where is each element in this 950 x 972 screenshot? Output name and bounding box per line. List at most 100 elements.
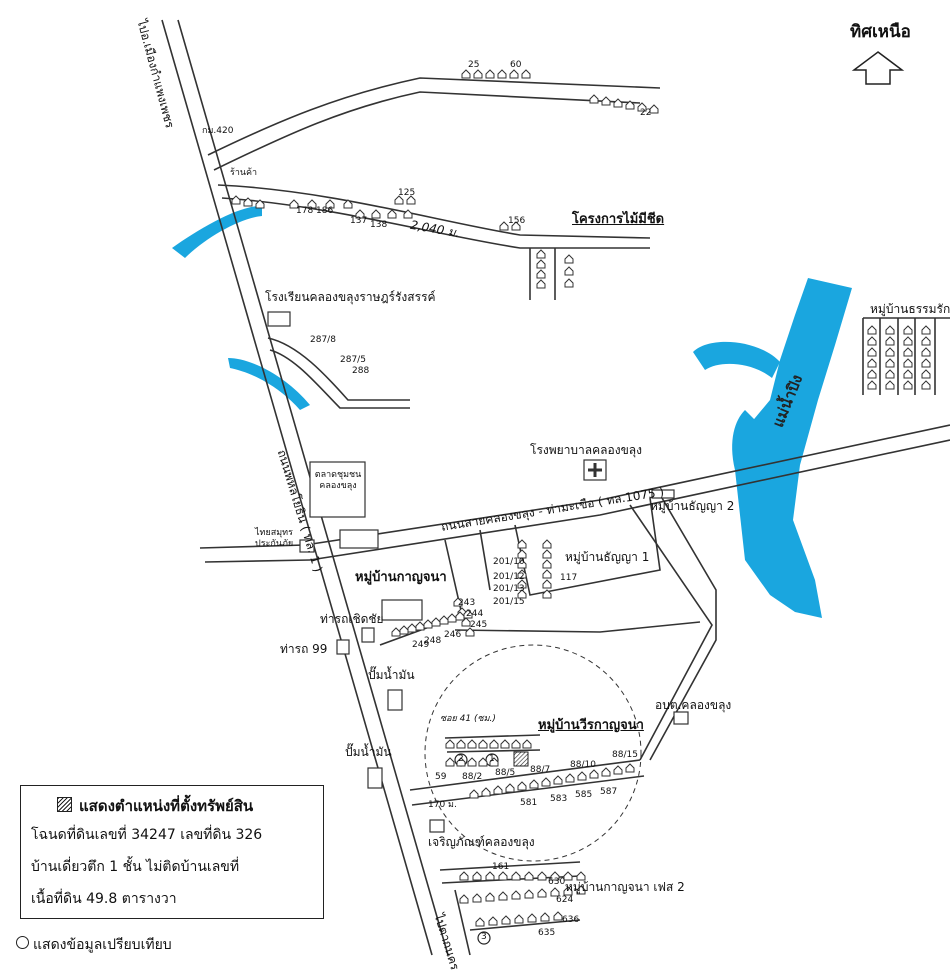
village-thammaraksa-label: หมู่บ้านธรรมรักษา: [870, 302, 950, 316]
bottom-road: [454, 889, 471, 956]
house-icon: [576, 871, 586, 881]
house-icon: [325, 199, 335, 209]
house-number-label: 88/10: [570, 760, 596, 770]
house-icon: [903, 369, 913, 379]
house-icon: [542, 569, 552, 579]
house-number-label: 249: [412, 640, 430, 650]
house-icon: [461, 69, 471, 79]
comparison-radius-circle: [424, 644, 642, 862]
house-icon: [613, 98, 623, 108]
legend-box: แสดงตำแหน่งที่ตั้งทรัพย์สิน โฉนดที่ดินเล…: [20, 785, 324, 919]
house-icon: [511, 221, 521, 231]
house-icon: [553, 911, 563, 921]
house-number-label: 178: [296, 206, 314, 216]
house-icon: [867, 336, 877, 346]
village-kanjana-label: หมู่บ้านกาญจนา: [355, 570, 447, 585]
house-number-label: 287/5: [340, 355, 366, 365]
house-number-label: 137: [350, 216, 368, 226]
soi-41-label: ซอย 41 (ซม.): [440, 714, 496, 724]
village-lane-b: [446, 749, 541, 753]
gas-station-2: [367, 767, 383, 789]
house-icon: [459, 871, 469, 881]
house-icon: [481, 787, 491, 797]
house-icon: [537, 871, 547, 881]
house-icon: [867, 347, 877, 357]
bus-chetchai-building: [381, 599, 423, 621]
house-number-label: 583: [550, 794, 568, 804]
house-icon: [921, 380, 931, 390]
cross-road-west-b: [204, 559, 311, 563]
house-number-label: 186: [316, 206, 334, 216]
house-icon: [529, 779, 539, 789]
house-icon: [564, 266, 574, 276]
house-icons: [231, 69, 931, 927]
house-icon: [511, 890, 521, 900]
house-icon: [511, 871, 521, 881]
house-icon: [343, 199, 353, 209]
house-icon: [505, 783, 515, 793]
highway-left-edge: [161, 19, 433, 956]
house-icon: [903, 380, 913, 390]
house-icon: [456, 757, 466, 767]
house-icon: [524, 889, 534, 899]
house-icon: [536, 249, 546, 259]
house-icon: [493, 785, 503, 795]
house-icon: [527, 913, 537, 923]
house-icon: [563, 886, 573, 896]
house-icon: [391, 627, 401, 637]
house-number-label: 88/2: [462, 772, 483, 782]
school-road-a: [267, 337, 410, 401]
house-number-label: 201/13: [493, 584, 525, 594]
house-number-label: 88/5: [495, 768, 516, 778]
house-number-label: 201/10: [493, 557, 525, 567]
house-icon: [489, 757, 499, 767]
km-marker-label: กม.420: [202, 126, 234, 136]
village-road-6: [454, 621, 701, 633]
house-icon: [903, 325, 913, 335]
upper-road-b: [213, 91, 641, 171]
house-icon: [509, 69, 519, 79]
market-annex: [339, 529, 379, 549]
house-icon: [407, 623, 417, 633]
phase2-road-c: [469, 919, 581, 931]
house-icon: [498, 891, 508, 901]
house-icon: [498, 871, 508, 881]
shop-small-label: ร้านค้า: [230, 168, 258, 178]
house-icon: [921, 358, 931, 368]
house-icon: [403, 209, 413, 219]
house-icon: [489, 739, 499, 749]
legend-area: เนื้อที่ดิน 49.8 ตารางวา: [31, 891, 177, 907]
bus-chetchai-icon-box: [361, 627, 375, 643]
house-icon: [485, 69, 495, 79]
house-icon: [488, 916, 498, 926]
shop-building: [429, 819, 445, 833]
house-icon: [517, 559, 527, 569]
insurance-building: [299, 539, 315, 553]
compare-marker-3-circle: [477, 931, 491, 945]
bus-99-label: ท่ารถ 99: [280, 642, 328, 656]
compare-marker-1: 1: [489, 754, 495, 764]
house-icon: [243, 197, 253, 207]
house-icon: [371, 209, 381, 219]
house-icon: [473, 69, 483, 79]
village-grid: [862, 317, 950, 395]
house-number-label: 22: [640, 108, 652, 118]
second-road-a: [217, 184, 651, 239]
house-icon: [517, 539, 527, 549]
house-icon: [511, 739, 521, 749]
house-icon: [524, 871, 534, 881]
house-icon: [601, 96, 611, 106]
canal-upper: [172, 205, 262, 258]
house-icon: [499, 221, 509, 231]
house-icon: [921, 325, 931, 335]
house-icon: [445, 739, 455, 749]
house-icon: [307, 199, 317, 209]
gas-station-1-label: ปั๊มน้ำมัน: [368, 668, 415, 682]
village-road-2: [479, 529, 491, 591]
school-road-b: [269, 349, 410, 409]
soi-41-a: [409, 759, 641, 791]
house-icon: [542, 549, 552, 559]
house-number-label: 288: [352, 366, 370, 376]
house-icon: [394, 195, 404, 205]
house-icon: [517, 549, 527, 559]
